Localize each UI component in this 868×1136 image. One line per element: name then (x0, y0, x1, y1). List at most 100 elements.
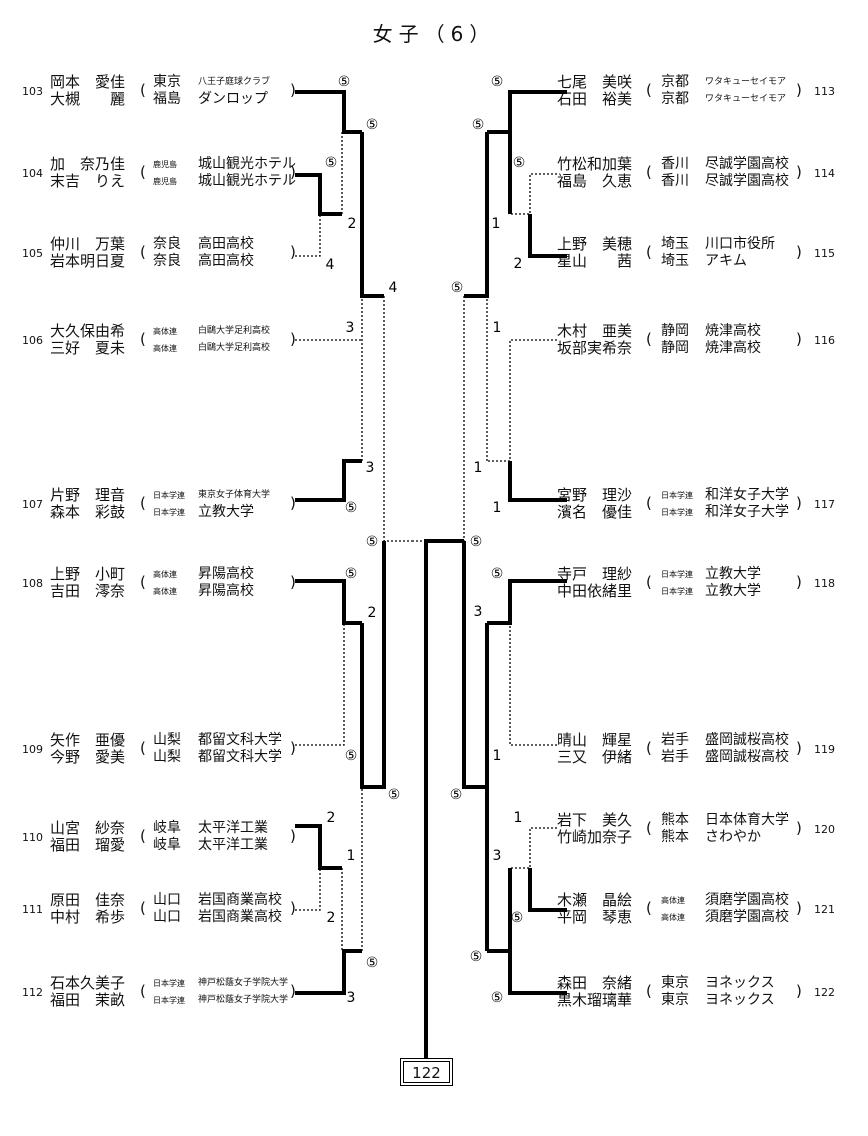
player-club: 立教大学 (705, 583, 761, 599)
match-score: ⑤ (366, 534, 379, 550)
player-prefecture: 岐阜 (153, 837, 181, 853)
match-score: ⑤ (470, 949, 483, 965)
paren-close: ) (796, 163, 802, 181)
bracket-win-line (295, 90, 362, 134)
player-prefecture: 岐阜 (153, 820, 181, 836)
paren-open: ( (140, 899, 146, 917)
match-score: ⑤ (366, 117, 379, 133)
player-prefecture: 高体連 (153, 570, 177, 579)
paren-open: ( (646, 243, 652, 261)
player-club: 都留文科大学 (198, 732, 282, 748)
seed-number: 115 (814, 247, 835, 260)
seed-number: 122 (814, 986, 835, 999)
match-score: 3 (493, 848, 502, 864)
player-name: 末吉 りえ (50, 172, 126, 190)
player-prefecture: 高体連 (661, 913, 685, 922)
player-name: 加 奈乃佳 (50, 155, 126, 173)
player-prefecture: 鹿児島 (153, 177, 177, 186)
player-club: ワタキューセイモア (705, 94, 787, 104)
paren-open: ( (140, 494, 146, 512)
player-club: 白鷗大学足利高校 (198, 343, 271, 353)
match-score: ⑤ (470, 534, 483, 550)
player-name: 七尾 美咲 (557, 73, 633, 91)
match-score: 2 (514, 256, 523, 272)
player-name: 平岡 琴恵 (557, 908, 633, 926)
player-name: 晴山 輝星 (557, 731, 633, 749)
player-club: アキム (705, 253, 747, 269)
player-name: 黒木瑠璃華 (557, 991, 633, 1009)
bracket-win-line (487, 90, 567, 134)
player-name: 石田 裕美 (557, 90, 633, 108)
match-score: 1 (347, 848, 356, 864)
player-club: 和洋女子大学 (705, 487, 789, 503)
player-club: 岩国商業高校 (198, 892, 282, 908)
seed-number: 117 (814, 498, 835, 511)
paren-open: ( (140, 982, 146, 1000)
seed-number: 110 (22, 831, 43, 844)
paren-open: ( (140, 573, 146, 591)
player-name: 片野 理音 (50, 486, 126, 504)
player-name: 木村 亜美 (557, 322, 633, 340)
match-score: ⑤ (338, 74, 351, 90)
player-name: 森本 彩鼓 (50, 503, 126, 521)
player-club: 和洋女子大学 (705, 504, 789, 520)
paren-open: ( (646, 819, 652, 837)
player-club: 神戸松蔭女子学院大学 (198, 978, 289, 988)
player-name: 福田 瑠愛 (50, 836, 126, 854)
player-club: ダンロップ (198, 91, 268, 107)
match-score: 1 (493, 500, 502, 516)
paren-close: ) (290, 573, 296, 591)
player-club: ヨネックス (705, 992, 775, 1008)
player-name: 上野 美穂 (557, 235, 633, 253)
paren-open: ( (140, 163, 146, 181)
match-score: 1 (492, 216, 501, 232)
bracket-win-line (295, 824, 342, 870)
player-club: 盛岡誠桜高校 (705, 749, 789, 765)
match-score: 2 (327, 810, 336, 826)
paren-close: ) (290, 81, 296, 99)
player-prefecture: 東京 (153, 74, 181, 90)
match-score: 4 (389, 280, 398, 296)
player-prefecture: 静岡 (661, 340, 689, 356)
paren-close: ) (290, 899, 296, 917)
paren-open: ( (646, 163, 652, 181)
player-club: 太平洋工業 (198, 837, 268, 853)
player-name: 岩下 美久 (557, 811, 633, 829)
paren-close: ) (290, 243, 296, 261)
paren-open: ( (646, 81, 652, 99)
paren-close: ) (796, 81, 802, 99)
player-club: 立教大学 (198, 504, 254, 520)
player-prefecture: 高体連 (153, 344, 177, 353)
player-name: 福田 茉畝 (50, 991, 126, 1009)
seed-number: 112 (22, 986, 43, 999)
bracket-win-line (360, 541, 386, 789)
player-name: 仲川 万葉 (50, 235, 126, 253)
paren-open: ( (646, 573, 652, 591)
player-prefecture: 日本学連 (153, 491, 185, 500)
bracket-line (509, 623, 557, 746)
match-score: 2 (327, 910, 336, 926)
player-club: 城山観光ホテル (198, 156, 296, 172)
player-club: 立教大学 (705, 566, 761, 582)
player-club: 昇陽高校 (198, 566, 254, 582)
player-name: 石本久美子 (50, 974, 126, 992)
bracket-win-line (487, 579, 567, 625)
bracket-line (295, 623, 345, 746)
bracket-win-line (528, 868, 567, 912)
player-name: 福島 久恵 (557, 172, 633, 190)
paren-open: ( (140, 330, 146, 348)
paren-open: ( (140, 827, 146, 845)
player-prefecture: 山梨 (153, 749, 181, 765)
paren-open: ( (646, 330, 652, 348)
player-club: 城山観光ホテル (198, 173, 296, 189)
player-prefecture: 香川 (661, 173, 689, 189)
player-prefecture: 香川 (661, 156, 689, 172)
player-name: 矢作 亜優 (50, 731, 126, 749)
player-name: 濱名 優佳 (557, 503, 633, 521)
bracket-line (295, 868, 321, 911)
player-name: 岡本 愛佳 (50, 73, 126, 91)
seed-number: 113 (814, 85, 835, 98)
player-prefecture: 日本学連 (661, 491, 693, 500)
player-prefecture: 日本学連 (661, 587, 693, 596)
player-prefecture: 日本学連 (153, 996, 185, 1005)
